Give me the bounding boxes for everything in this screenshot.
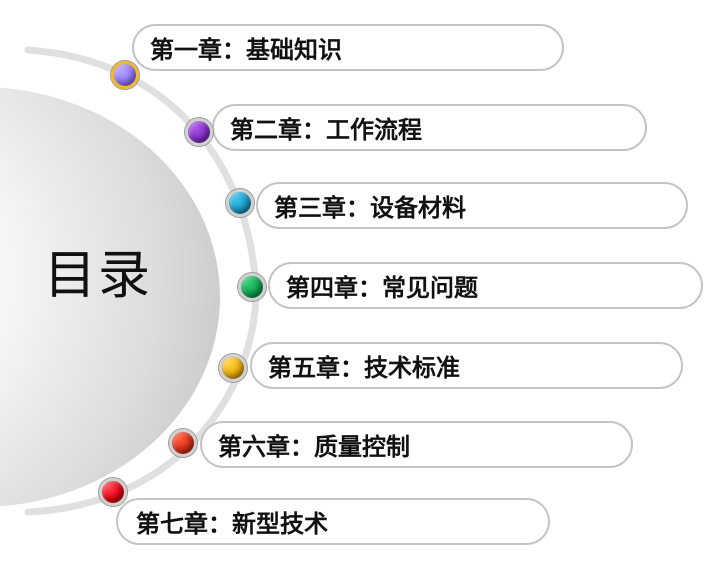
- chapter-item-5[interactable]: 第五章：技术标准: [250, 342, 683, 389]
- chapter-label: 第二章：工作流程: [230, 116, 422, 144]
- chapter-item-4[interactable]: 第四章：常见问题: [268, 262, 703, 309]
- chapter-label: 第一章：基础知识: [150, 36, 342, 64]
- chapter-label: 第五章：技术标准: [268, 354, 460, 382]
- chapter-label: 第六章：质量控制: [218, 433, 410, 461]
- purple-light-dot-icon: [111, 61, 139, 89]
- purple-dot-icon: [185, 118, 213, 146]
- yellow-dot-icon: [219, 354, 247, 382]
- chapter-item-2[interactable]: 第二章：工作流程: [212, 104, 647, 151]
- chapter-label: 第三章：设备材料: [274, 194, 466, 222]
- chapter-label: 第四章：常见问题: [286, 274, 478, 302]
- chapter-item-6[interactable]: 第六章：质量控制: [200, 421, 633, 468]
- chapter-label: 第七章：新型技术: [136, 510, 328, 538]
- chapter-item-7[interactable]: 第七章：新型技术: [116, 498, 550, 545]
- green-dot-icon: [238, 273, 266, 301]
- red-dot-icon: [99, 478, 127, 506]
- chapter-item-1[interactable]: 第一章：基础知识: [132, 24, 564, 71]
- chapter-item-3[interactable]: 第三章：设备材料: [256, 182, 688, 229]
- page-title: 目录: [44, 246, 153, 306]
- red-orange-dot-icon: [169, 429, 197, 457]
- blue-dot-icon: [226, 189, 254, 217]
